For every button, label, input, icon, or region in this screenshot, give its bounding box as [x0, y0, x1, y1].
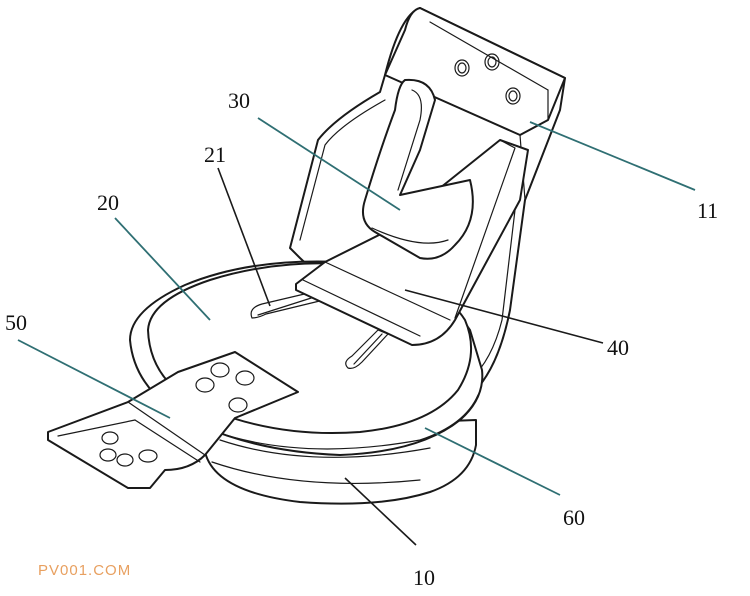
- front-tab: [47, 351, 299, 489]
- leader-21: [217, 167, 271, 307]
- hole-icon: [487, 56, 497, 68]
- label-20: 20: [97, 190, 119, 215]
- label-11: 11: [697, 198, 718, 223]
- label-30: 30: [228, 88, 250, 113]
- label-50: 50: [5, 310, 27, 335]
- leader-40: [404, 289, 604, 344]
- leader-50: [17, 339, 171, 419]
- leader-20: [114, 217, 211, 321]
- hole-icon: [508, 90, 518, 102]
- hole-icon: [484, 53, 500, 71]
- clip: [362, 78, 474, 260]
- leader-30: [257, 117, 401, 211]
- leader-11: [529, 121, 696, 191]
- leader-lines: [17, 117, 696, 546]
- watermark-text: PV001.COM: [38, 562, 132, 579]
- leader-10: [344, 477, 417, 546]
- label-60: 60: [563, 505, 585, 530]
- label-21: 21: [204, 142, 226, 167]
- hole-icon: [505, 87, 521, 105]
- leader-60: [424, 427, 561, 496]
- reference-labels: 10 11 20 21 30 40 50 60: [5, 88, 718, 590]
- hole-icon: [454, 59, 470, 77]
- tab-holes: [99, 362, 255, 467]
- label-10: 10: [413, 565, 435, 590]
- label-40: 40: [607, 335, 629, 360]
- hole-icon: [457, 62, 467, 74]
